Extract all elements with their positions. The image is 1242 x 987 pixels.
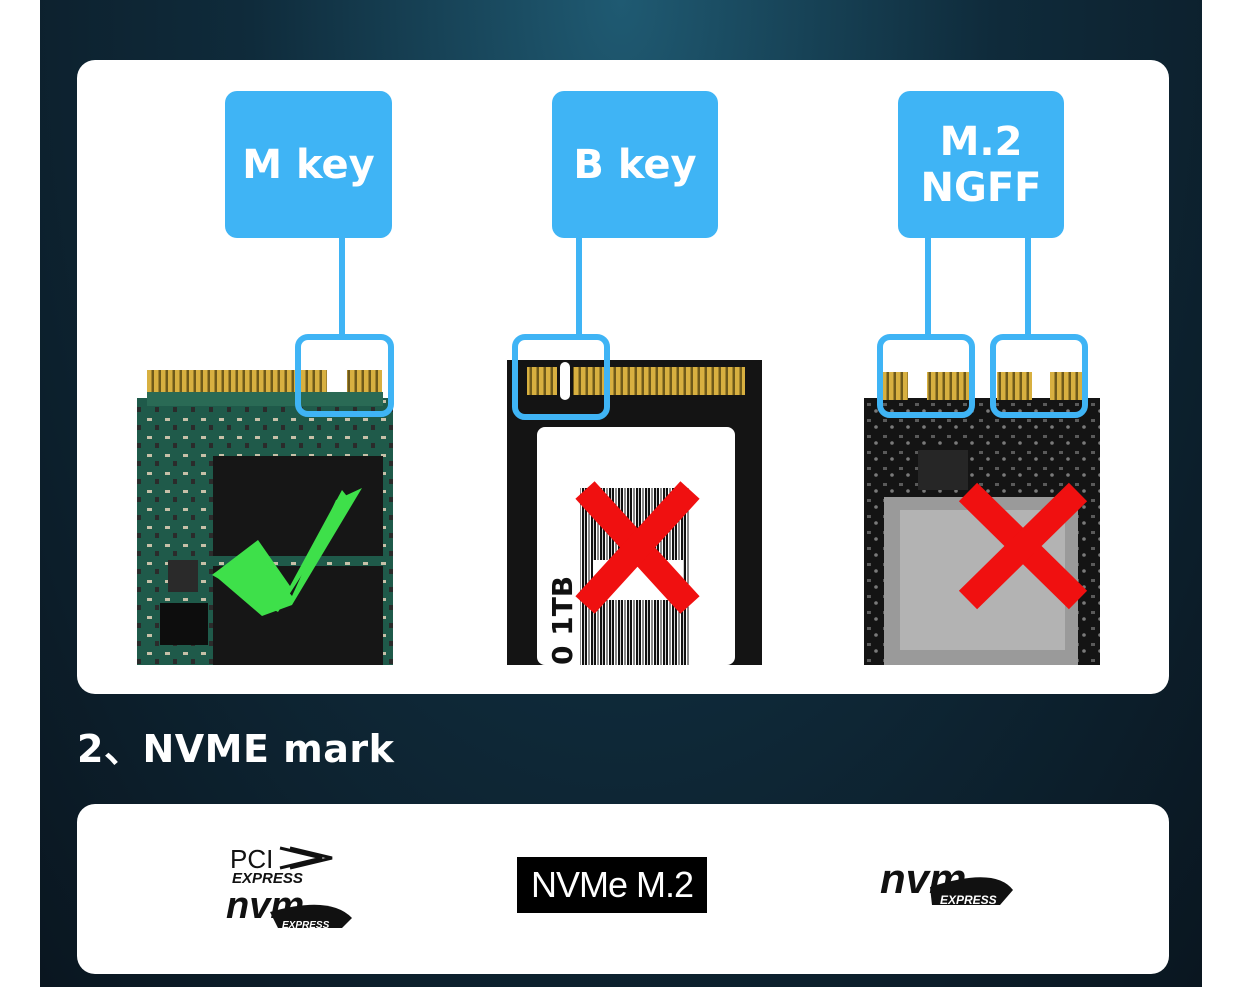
- ngff-m-notch-highlight: [990, 334, 1088, 418]
- section-title: 2、NVME mark: [77, 727, 395, 771]
- ngff-b-notch-highlight: [877, 334, 975, 418]
- svg-text:EXPRESS: EXPRESS: [232, 870, 303, 887]
- svg-text:EXPRESS: EXPRESS: [282, 920, 330, 931]
- nvme-m2-logo: NVMe M.2: [517, 857, 707, 913]
- svg-text:EXPRESS: EXPRESS: [940, 893, 997, 907]
- b-key-notch-highlight: [512, 334, 610, 420]
- cross-icon: [575, 481, 700, 614]
- drive-label-text: 0 1TB: [546, 576, 579, 665]
- m-key-label: M key: [225, 91, 392, 238]
- svg-text:PCI: PCI: [230, 844, 273, 874]
- m-key-notch-highlight: [295, 334, 394, 417]
- b-key-label: B key: [552, 91, 718, 238]
- cross-icon: [958, 482, 1088, 610]
